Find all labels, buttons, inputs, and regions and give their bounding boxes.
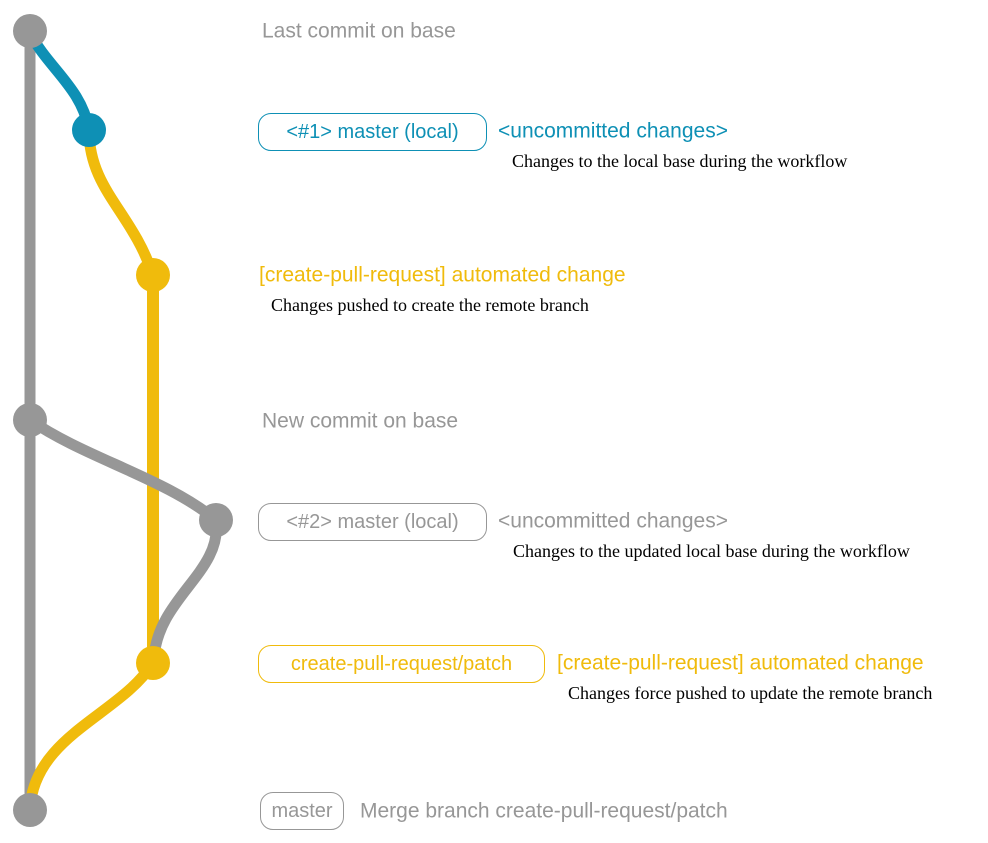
local-master2-branch-curve — [24, 414, 222, 526]
badge-master: master — [260, 792, 344, 830]
label-automated-change-1: [create-pull-request] automated change — [259, 263, 626, 287]
local-master-branch-curve — [24, 27, 95, 136]
patch-branch-curve-1 — [83, 126, 159, 281]
label-automated-change-2: [create-pull-request] automated change — [557, 651, 924, 675]
desc-updated-local-base-changes: Changes to the updated local base during… — [513, 541, 910, 561]
desc-changes-pushed: Changes pushed to create the remote bran… — [271, 295, 589, 315]
commit-dot-new-base — [13, 403, 47, 437]
label-uncommitted-changes-2: <uncommitted changes> — [498, 509, 728, 533]
label-new-commit-on-base: New commit on base — [262, 409, 459, 433]
commit-dot-patch-2 — [136, 646, 170, 680]
label-merge-branch: Merge branch create-pull-request/patch — [360, 799, 728, 823]
commit-dot-local-master-2 — [199, 503, 233, 537]
desc-local-base-changes: Changes to the local base during the wor… — [512, 151, 848, 171]
badge-master-local-1: <#1> master (local) — [258, 113, 487, 151]
commit-dot-local-master-1 — [72, 113, 106, 147]
commit-dot-merge — [13, 793, 47, 827]
label-uncommitted-changes-1: <uncommitted changes> — [498, 119, 728, 143]
local-master2-update-curve — [148, 516, 222, 664]
badge-master-local-2: <#2> master (local) — [258, 503, 487, 541]
label-last-commit-on-base: Last commit on base — [262, 19, 456, 43]
badge-create-pull-request-patch: create-pull-request/patch — [258, 645, 545, 683]
commit-dot-patch-1 — [136, 258, 170, 292]
desc-changes-force-pushed: Changes force pushed to update the remot… — [568, 683, 933, 703]
commit-dot-last-base — [13, 14, 47, 48]
patch-merge-curve — [24, 657, 159, 814]
